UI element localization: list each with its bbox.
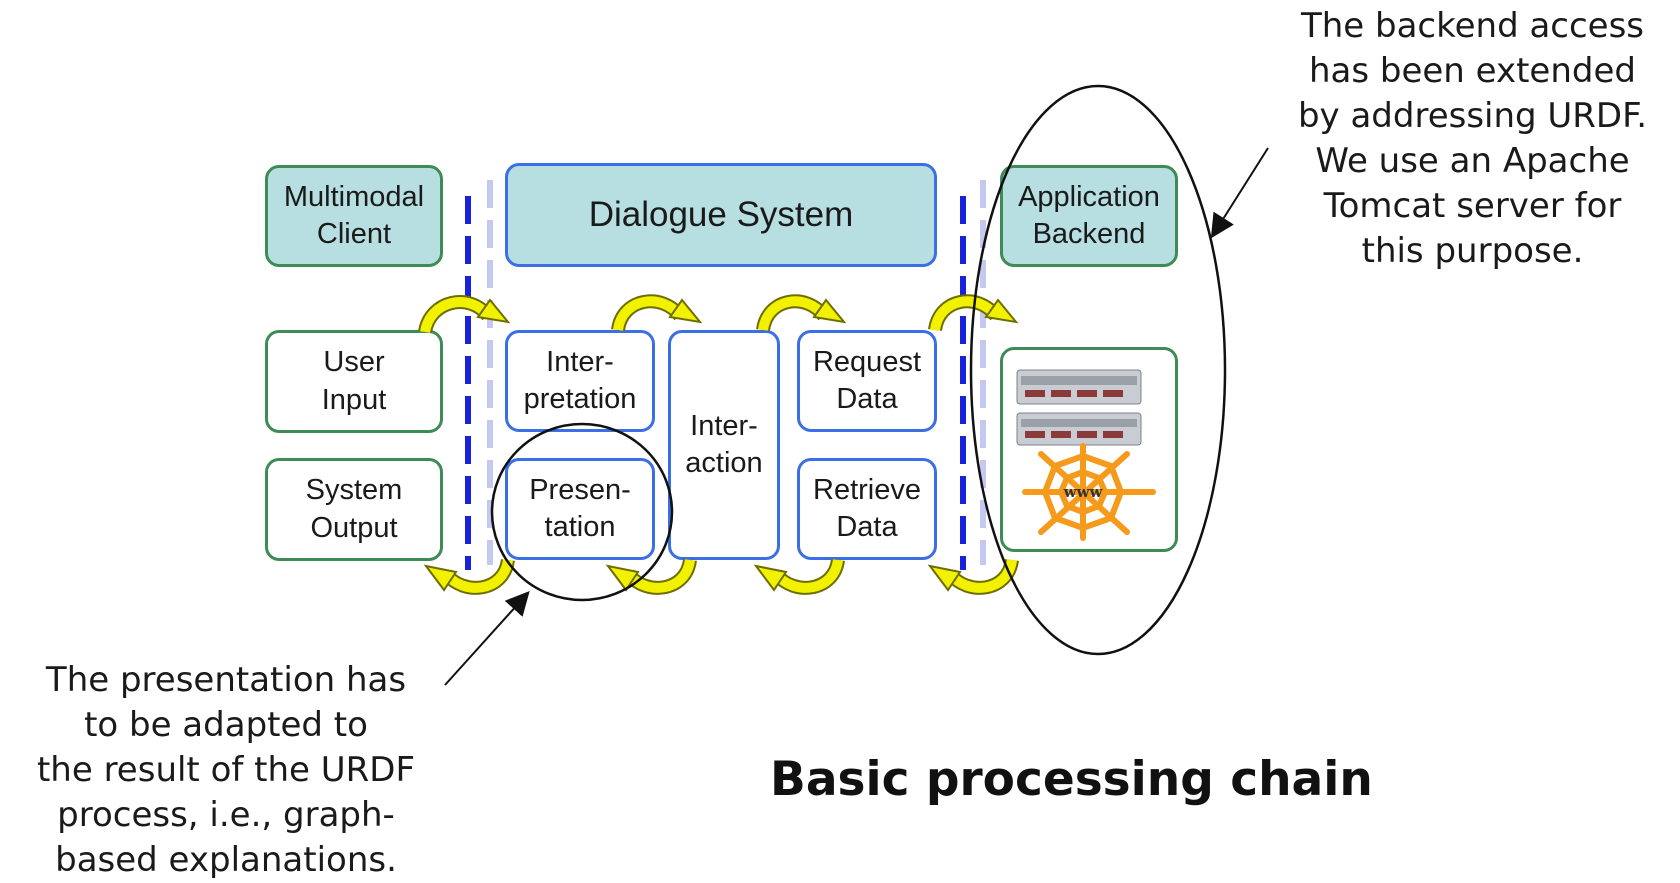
- dialogue-system-label: Dialogue System: [588, 194, 854, 234]
- presentation-label: Presen- tation: [529, 473, 631, 543]
- diagram-title: Basic processing chain: [770, 752, 1373, 807]
- www-label: www: [1063, 483, 1104, 501]
- flow-arrow-bottom-4: [927, 558, 1019, 595]
- presentation-note-pointer: [444, 591, 530, 686]
- retrieve-data-label: Retrieve Data: [813, 473, 921, 543]
- spider-web-icon: [1022, 443, 1156, 541]
- backend-note-pointer: [1210, 147, 1269, 239]
- system-output-box: System Output: [265, 451, 450, 561]
- application-backend-box: Application Backend: [1000, 158, 1185, 267]
- server-rack-icon: [1016, 369, 1142, 446]
- user-input-box: User Input: [265, 323, 450, 433]
- request-data-label: Request Data: [812, 345, 921, 415]
- multimodal-client-box: Multimodal Client: [265, 158, 450, 267]
- presentation-note: The presentation has to be adapted to th…: [36, 660, 416, 880]
- flow-arrow-top-2: [611, 294, 703, 332]
- interaction-label: Inter- action: [685, 409, 763, 479]
- user-input-label: User Input: [321, 346, 387, 416]
- backend-resources-figure: www: [1016, 369, 1156, 541]
- multimodal-client-label: Multimodal Client: [283, 180, 425, 250]
- system-output-label: System Output: [305, 474, 403, 544]
- interpretation-label: Inter- pretation: [523, 345, 637, 415]
- flow-arrow-top-1: [418, 295, 511, 334]
- backend-resources-box: www: [1000, 340, 1185, 552]
- application-backend-label: Application Backend: [1018, 180, 1160, 250]
- flow-arrow-top-4: [928, 294, 1019, 332]
- backend-highlight-ellipse: [969, 84, 1227, 656]
- interaction-box: Inter- action: [668, 323, 787, 560]
- interpretation-box: Inter- pretation: [505, 323, 662, 432]
- flow-arrow-bottom-3: [753, 558, 845, 595]
- presentation-highlight-ellipse: [490, 422, 674, 602]
- backend-note: The backend access has been extended by …: [1297, 6, 1648, 271]
- flow-arrow-bottom-1: [423, 558, 515, 595]
- request-data-box: Request Data: [797, 323, 944, 432]
- presentation-box: Presen- tation: [505, 451, 662, 560]
- flow-arrow-top-3: [756, 294, 847, 332]
- dialogue-system-box: Dialogue System: [505, 156, 944, 267]
- flow-arrow-bottom-2: [605, 558, 697, 595]
- retrieve-data-box: Retrieve Data: [797, 451, 944, 560]
